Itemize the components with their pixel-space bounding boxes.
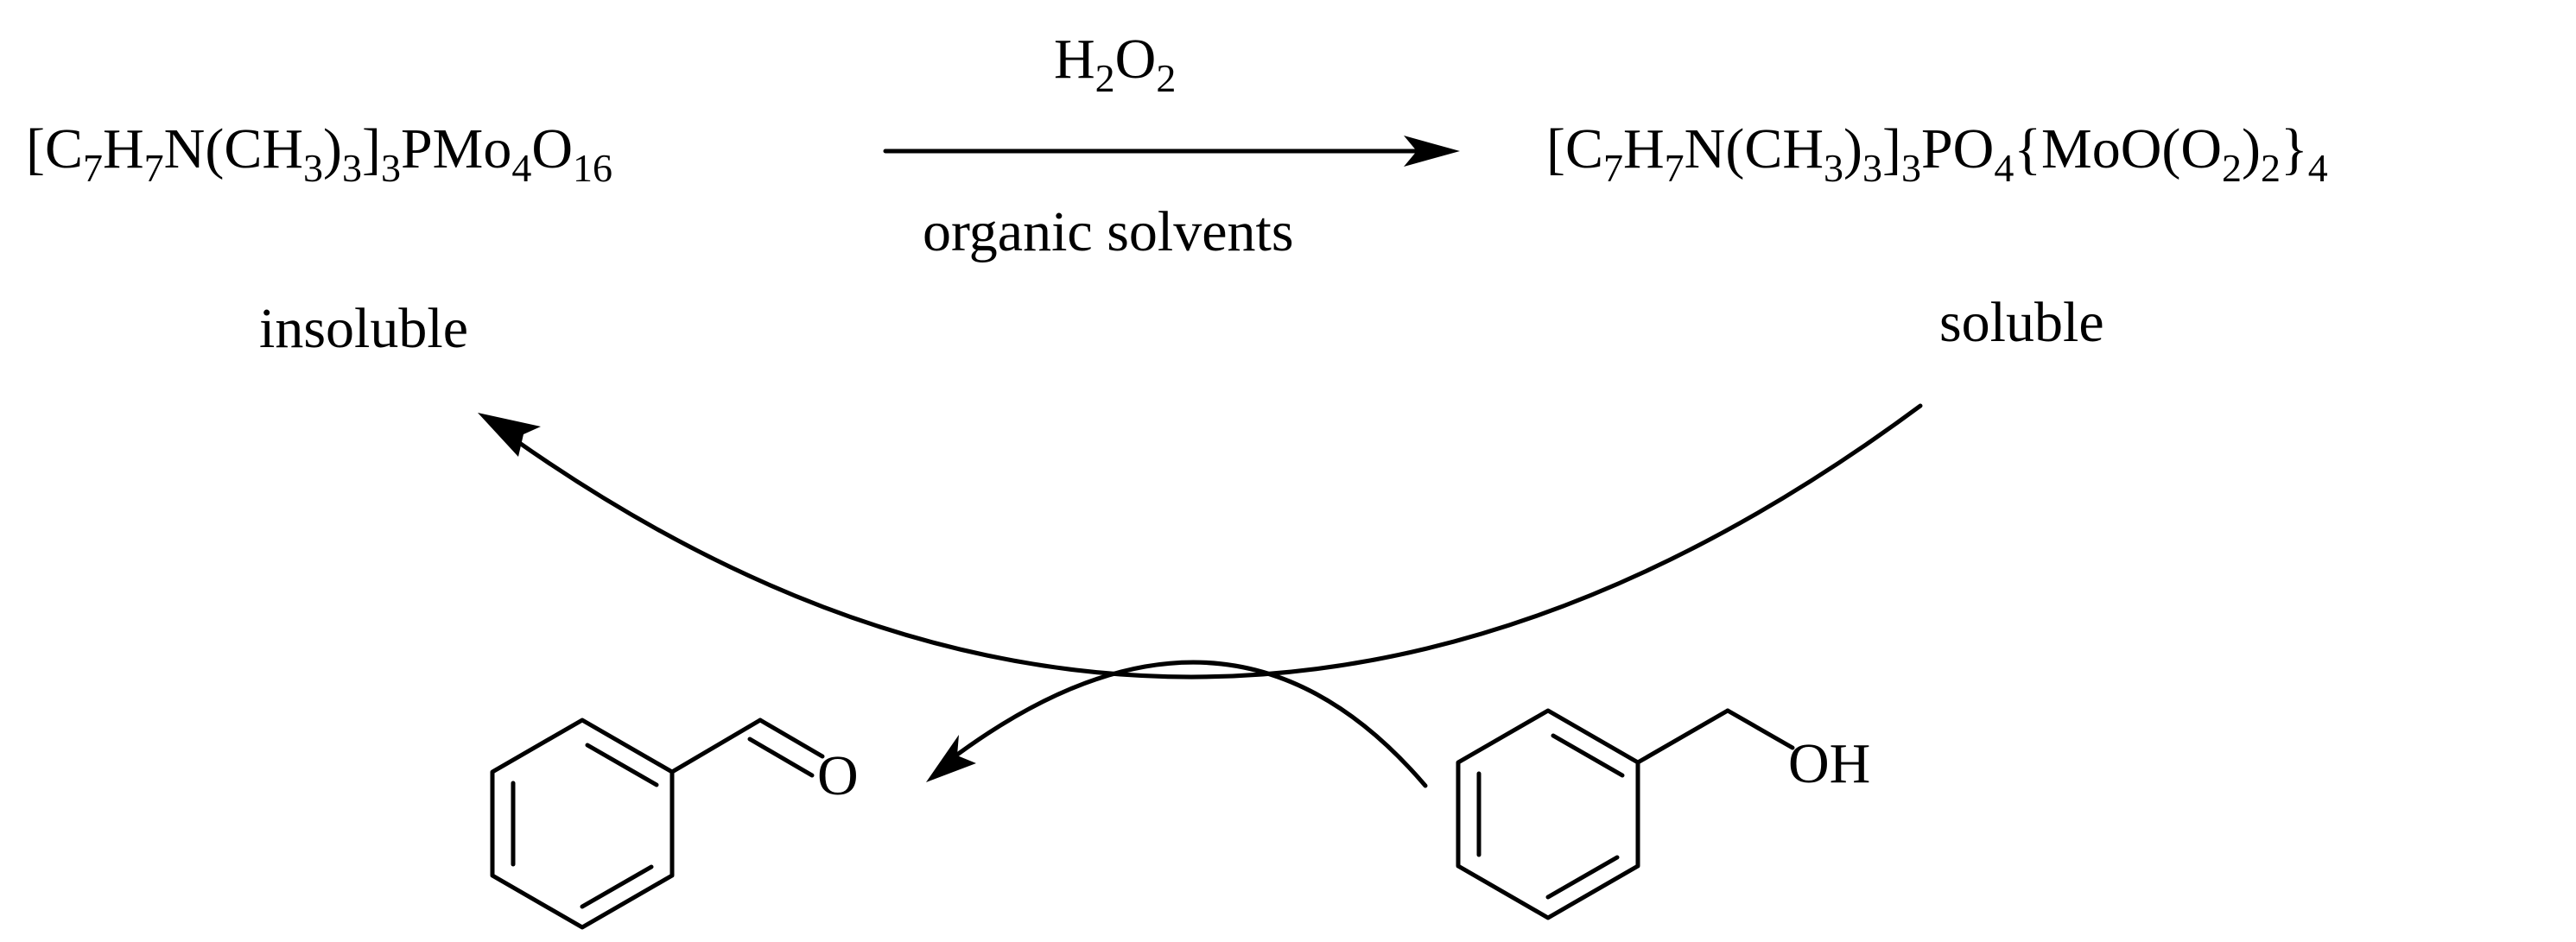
regeneration-arc-arrow: [478, 403, 1923, 680]
formula-subscript: 2: [1156, 56, 1176, 100]
formula-subscript: 3: [1862, 146, 1882, 190]
formula-subscript: 7: [144, 146, 164, 190]
formula-subscript: 2: [2222, 146, 2242, 190]
formula-subscript: 16: [573, 146, 612, 190]
formula-segment: {MoO(O: [2014, 117, 2222, 180]
formula-subscript: 7: [1665, 146, 1685, 190]
reagent-label: H2O2: [1054, 28, 1176, 100]
formula-subscript: 7: [1603, 146, 1623, 190]
formula-subscript: 4: [2308, 146, 2328, 190]
benzaldehyde-structure: O: [490, 718, 859, 930]
oxidation-arc-arrow: [926, 660, 1428, 788]
formula-subscript: 4: [1994, 146, 2014, 190]
solvent-label: organic solvents: [923, 200, 1294, 263]
benzyl-alcohol-structure: OH: [1456, 708, 1870, 920]
product-formula: [C7H7N(CH3)3]3PO4{MoO(O2)2}4: [1546, 117, 2328, 190]
aldehyde-oxygen-label: O: [817, 744, 859, 807]
alcohol-oh-label: OH: [1788, 732, 1870, 795]
formula-segment: ]: [362, 117, 381, 180]
formula-subscript: 3: [381, 146, 401, 190]
formula-segment: PMo: [401, 117, 511, 180]
formula-segment: O: [1115, 28, 1157, 91]
formula-subscript: 2: [1095, 56, 1115, 100]
formula-segment: H: [1623, 117, 1665, 180]
formula-subscript: 3: [1901, 146, 1921, 190]
formula-segment: H: [103, 117, 144, 180]
formula-subscript: 7: [83, 146, 103, 190]
formula-subscript: 3: [1824, 146, 1843, 190]
formula-segment: }: [2281, 117, 2308, 180]
formula-segment: ]: [1882, 117, 1901, 180]
formula-segment: [C: [1546, 117, 1603, 180]
forward-arrow: [883, 136, 1460, 167]
formula-subscript: 2: [2261, 146, 2281, 190]
formula-segment: H: [1054, 28, 1095, 91]
formula-subscript: 3: [303, 146, 323, 190]
formula-segment: ): [1843, 117, 1862, 180]
formula-segment: O: [531, 117, 573, 180]
reactant-solubility-label: insoluble: [259, 297, 468, 360]
reactant-formula: [C7H7N(CH3)3]3PMo4O16: [26, 117, 612, 190]
formula-segment: ): [2242, 117, 2261, 180]
formula-subscript: 3: [342, 146, 362, 190]
formula-segment: PO: [1921, 117, 1994, 180]
formula-subscript: 4: [511, 146, 531, 190]
formula-segment: ): [323, 117, 342, 180]
formula-segment: [C: [26, 117, 83, 180]
formula-segment: N(CH: [1685, 117, 1824, 180]
formula-segment: N(CH: [164, 117, 303, 180]
product-solubility-label: soluble: [1939, 291, 2104, 354]
